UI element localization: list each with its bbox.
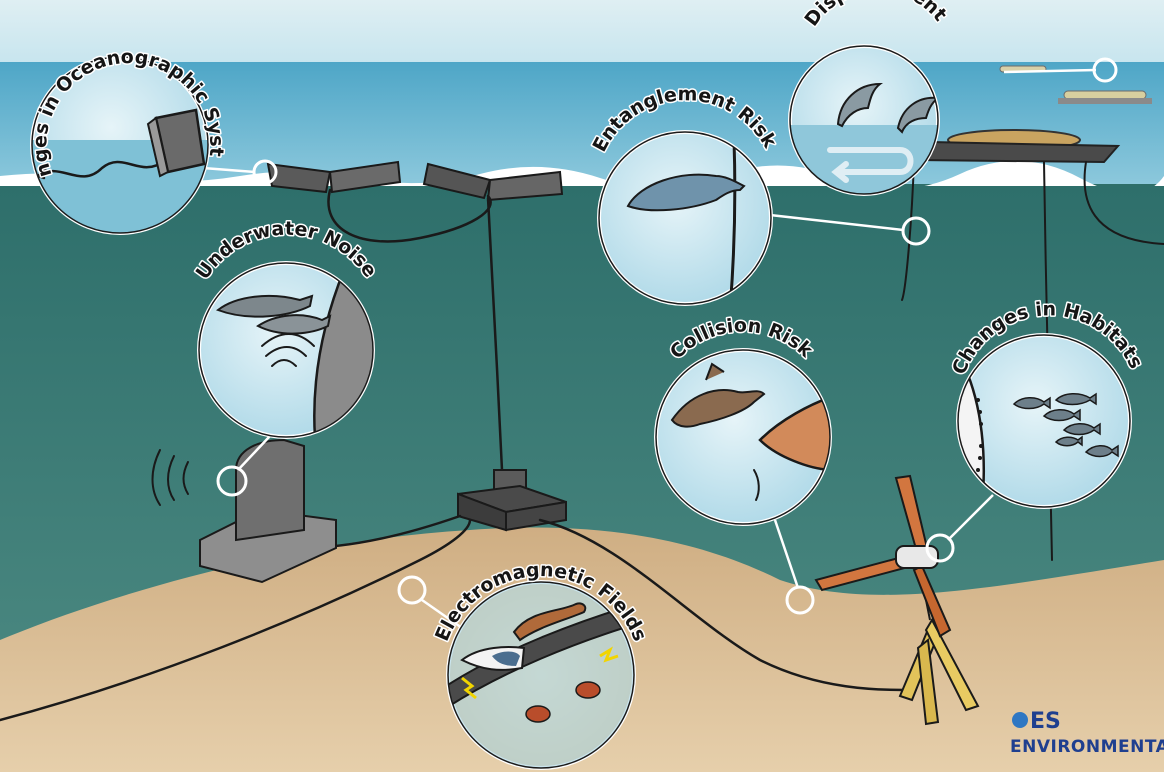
dolphin-icon <box>836 82 938 134</box>
logo-line1: ES <box>1030 709 1061 734</box>
logo-line2: ENVIRONMENTAL <box>1010 737 1164 757</box>
turbine-blade-icon <box>758 394 830 472</box>
seabed-cable <box>0 518 472 722</box>
es-environmental-logo: ES ENVIRONMENTAL <box>1010 709 1164 757</box>
electric-spark-icon <box>461 646 619 700</box>
ray-icon <box>460 646 526 671</box>
tidal-turbine-icon <box>814 474 980 726</box>
seabed-cable <box>538 518 907 692</box>
sea-lion-icon <box>670 362 766 428</box>
sound-wave-icon <box>151 449 189 506</box>
vessel-icon <box>916 65 1152 164</box>
sky <box>0 0 1164 70</box>
sound-wave-icon <box>261 333 315 367</box>
export-cable <box>486 196 504 472</box>
crab-icon <box>525 681 601 723</box>
arrow-icon <box>827 147 914 175</box>
location-pins <box>216 57 1118 615</box>
mooring-line <box>1083 161 1164 245</box>
mooring-line <box>901 159 915 301</box>
porpoise-icon <box>215 294 332 335</box>
fish-icon <box>1012 392 1119 458</box>
globe-icon <box>1012 712 1028 728</box>
mooring-line <box>327 188 492 243</box>
tidal-device-icon <box>199 438 337 584</box>
eel-icon <box>512 602 587 642</box>
whale-icon <box>626 173 746 212</box>
substation-icon <box>457 469 567 532</box>
wave-device-icon <box>266 160 564 202</box>
connector-lines <box>202 68 1097 630</box>
